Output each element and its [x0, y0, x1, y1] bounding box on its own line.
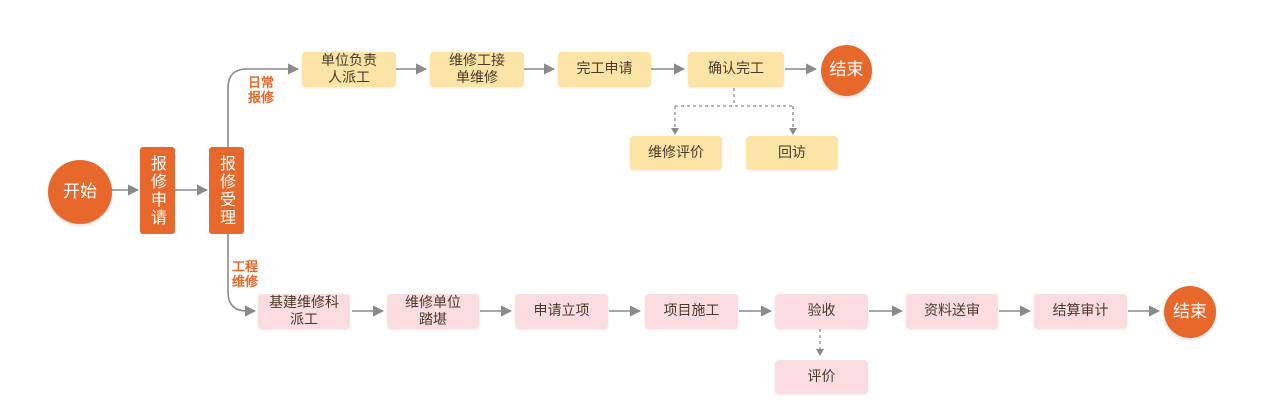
dashed-daily-followups: [674, 88, 794, 132]
arrow-accept-to-project: [227, 234, 257, 317]
start-node: 开始: [48, 160, 112, 224]
project-step-apply-project: 申请立项: [515, 294, 608, 329]
project-step-dispatch: 基建维修科派工: [258, 294, 350, 329]
project-step-construction: 项目施工: [645, 294, 738, 329]
repair-accept-node: 报修受理: [209, 147, 244, 234]
repair-apply-node: 报修申请: [140, 147, 175, 234]
project-step-site-survey: 维修单位踏堪: [387, 294, 479, 329]
daily-step-completion-apply: 完工申请: [558, 52, 651, 87]
daily-end-node: 结束: [821, 45, 872, 96]
branch-label-daily: 日常报修: [248, 76, 275, 106]
project-step-document-review: 资料送审: [906, 294, 998, 329]
daily-step-worker-accept: 维修工接单维修: [430, 52, 524, 87]
branch-label-project: 工程维修: [232, 260, 259, 290]
project-followup-evaluation: 评价: [775, 360, 868, 394]
daily-followup-revisit: 回访: [746, 136, 838, 170]
daily-step-dispatch: 单位负责人派工: [302, 52, 396, 87]
project-step-acceptance: 验收: [775, 294, 868, 329]
project-end-node: 结束: [1164, 286, 1216, 338]
daily-step-confirm-completion: 确认完工: [688, 52, 784, 87]
project-step-settlement-audit: 结算审计: [1034, 294, 1127, 329]
daily-followup-evaluation: 维修评价: [630, 136, 722, 170]
arrow-accept-to-daily: [227, 63, 300, 147]
